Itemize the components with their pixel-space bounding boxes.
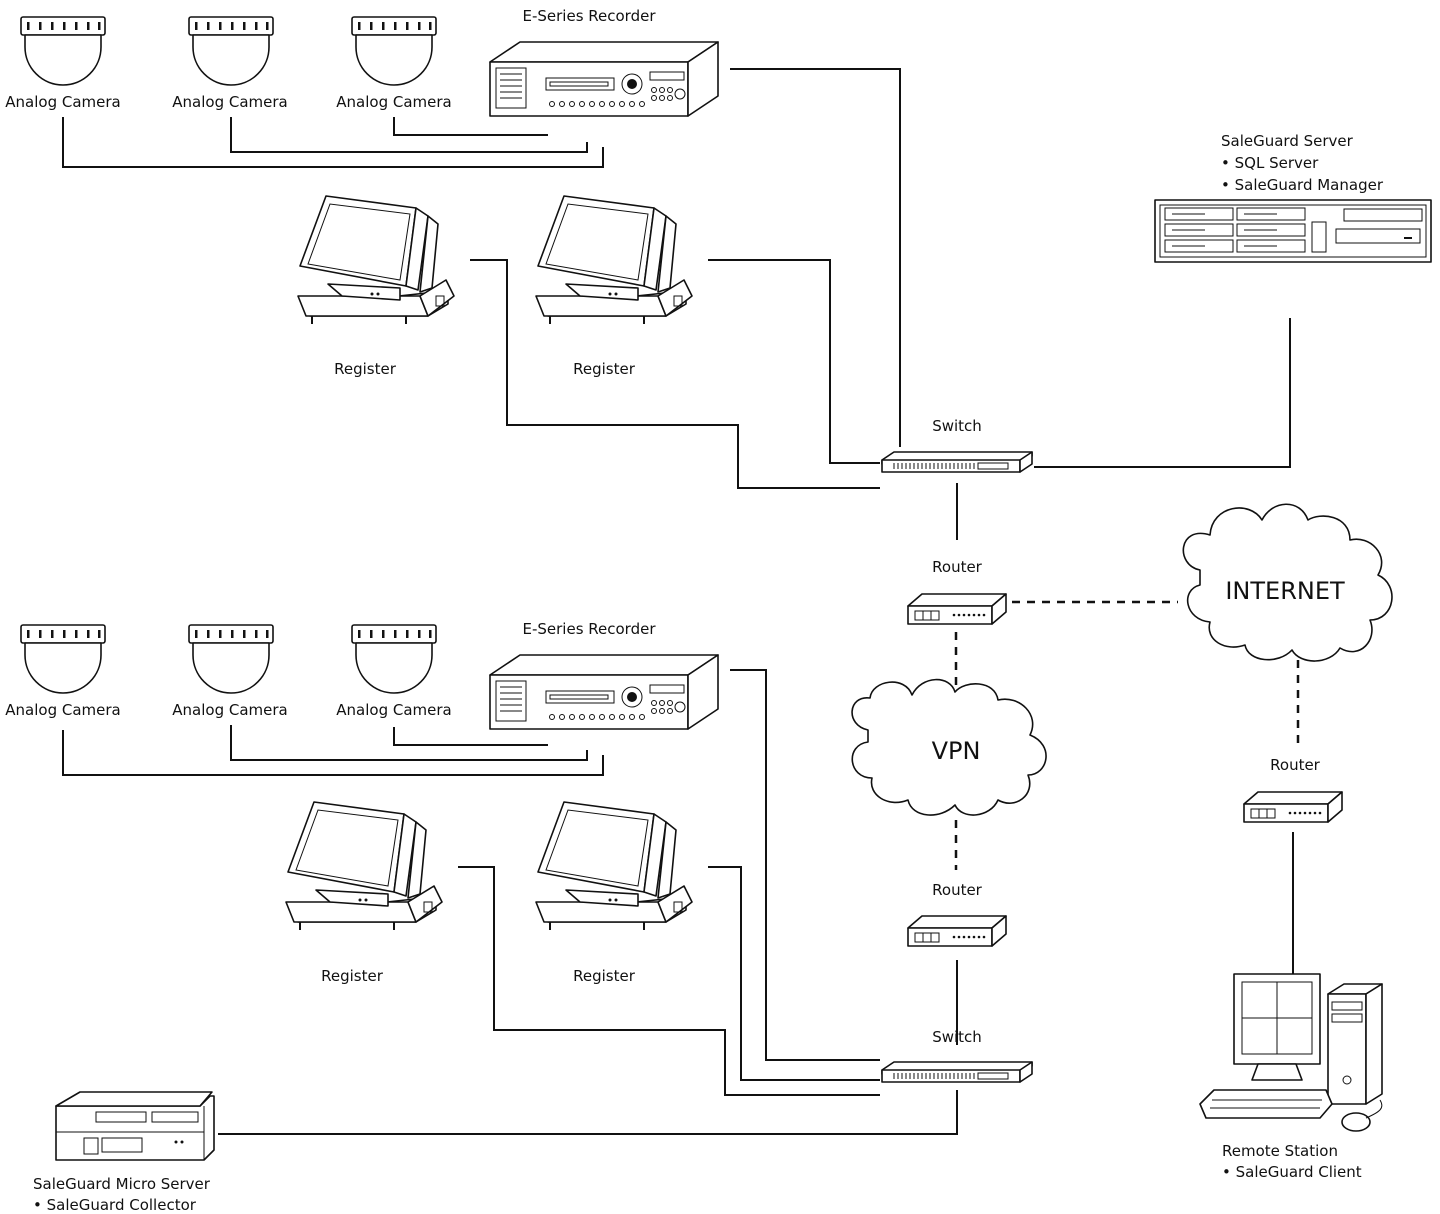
pos-register-icon: [297, 195, 455, 325]
camera-label: Analog Camera: [336, 701, 451, 719]
cloud-icon: INTERNET: [1182, 503, 1393, 662]
dome-camera-icon: [188, 16, 274, 86]
micro-server-icon: [55, 1091, 215, 1161]
switch-icon: [881, 451, 1033, 473]
dome-camera-icon: [351, 624, 437, 694]
register-label: Register: [573, 967, 636, 985]
dome-camera-icon: [20, 16, 106, 86]
server-item: • SaleGuard Manager: [1221, 176, 1384, 194]
router-icon: [1243, 791, 1343, 823]
register-label: Register: [334, 360, 397, 378]
site-b: Analog Camera Analog Camera Analog Camer…: [5, 620, 1033, 1083]
recorder-icon: [489, 41, 719, 117]
camera-label: Analog Camera: [336, 93, 451, 111]
saleguard-server: SaleGuard Server • SQL Server • SaleGuar…: [1154, 132, 1432, 263]
switch-label: Switch: [932, 417, 982, 435]
dome-camera-icon: [351, 16, 437, 86]
rack-server-icon: [1154, 199, 1432, 263]
site-a: Analog Camera Analog Camera Analog Camer…: [5, 7, 1033, 625]
router-label: Router: [932, 881, 983, 899]
camera-label: Analog Camera: [5, 701, 120, 719]
vpn-label: VPN: [932, 737, 981, 765]
dome-camera-icon: [20, 624, 106, 694]
router-label: Router: [1270, 756, 1321, 774]
server-title: SaleGuard Server: [1221, 132, 1354, 150]
remote-station: Router Remote Station • SaleGuard Cl: [1199, 756, 1383, 1181]
micro-server-title: SaleGuard Micro Server: [33, 1175, 211, 1193]
switch-icon: [881, 1061, 1033, 1083]
router-label: Router: [932, 558, 983, 576]
pos-register-icon: [535, 801, 693, 931]
register-label: Register: [321, 967, 384, 985]
switch-label: Switch: [932, 1028, 982, 1046]
wan-links: [954, 600, 1300, 870]
pos-register-icon: [285, 801, 443, 931]
pos-register-icon: [535, 195, 693, 325]
register-label: Register: [573, 360, 636, 378]
camera-label: Analog Camera: [172, 93, 287, 111]
dome-camera-icon: [188, 624, 274, 694]
desktop-computer-icon: [1199, 973, 1383, 1132]
router-icon: [907, 593, 1007, 625]
site-a-links: [62, 68, 1291, 540]
recorder-icon: [489, 654, 719, 730]
micro-server-item: • SaleGuard Collector: [33, 1196, 197, 1214]
remote-station-title: Remote Station: [1222, 1142, 1338, 1160]
router-icon: [907, 915, 1007, 947]
server-item: • SQL Server: [1221, 154, 1319, 172]
cloud-icon: VPN: [851, 678, 1047, 816]
remote-station-item: • SaleGuard Client: [1222, 1163, 1362, 1181]
saleguard-micro-server: SaleGuard Micro Server • SaleGuard Colle…: [33, 1091, 215, 1214]
camera-label: Analog Camera: [172, 701, 287, 719]
recorder-label: E-Series Recorder: [522, 620, 656, 638]
recorder-label: E-Series Recorder: [522, 7, 656, 25]
camera-label: Analog Camera: [5, 93, 120, 111]
internet-label: INTERNET: [1225, 577, 1345, 605]
site-b-links: [62, 669, 1294, 1135]
